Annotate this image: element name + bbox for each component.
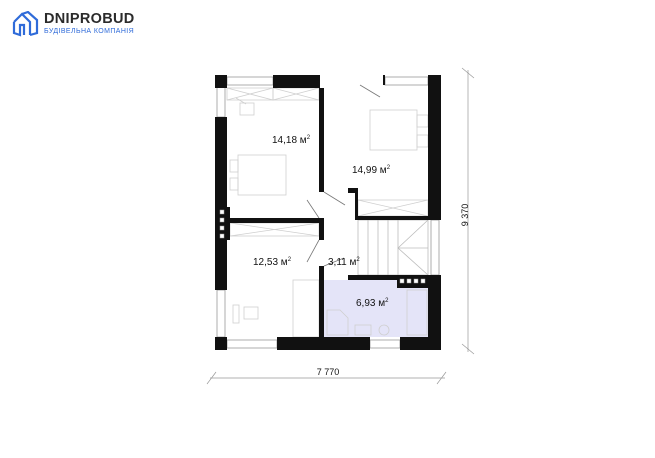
company-logo[interactable]: DNIPROBUD БУДІВЕЛЬНА КОМПАНІЯ — [12, 11, 135, 37]
room-area-bedroom-1: 14,18 м2 — [272, 135, 311, 146]
room-area-hall: 3,11 м2 — [328, 257, 360, 268]
room-area-bathroom: 6,93 м2 — [356, 298, 389, 309]
bathroom-fill — [324, 280, 430, 337]
brand-name: DNIPROBUD — [44, 11, 135, 27]
room-area-bedroom-3: 12,53 м2 — [253, 257, 292, 268]
walls — [215, 75, 441, 350]
house-logo-icon — [12, 11, 39, 37]
vent-dots — [219, 209, 426, 284]
room-labels: 14,18 м2 14,99 м2 12,53 м2 3,11 м2 6,93 … — [253, 135, 391, 309]
dimension-lines — [206, 67, 475, 385]
height-dimension: 9 370 — [460, 204, 470, 227]
brand-tagline: БУДІВЕЛЬНА КОМПАНІЯ — [44, 28, 135, 35]
width-dimension: 7 770 — [317, 367, 340, 377]
room-area-bedroom-2: 14,99 м2 — [352, 165, 391, 176]
